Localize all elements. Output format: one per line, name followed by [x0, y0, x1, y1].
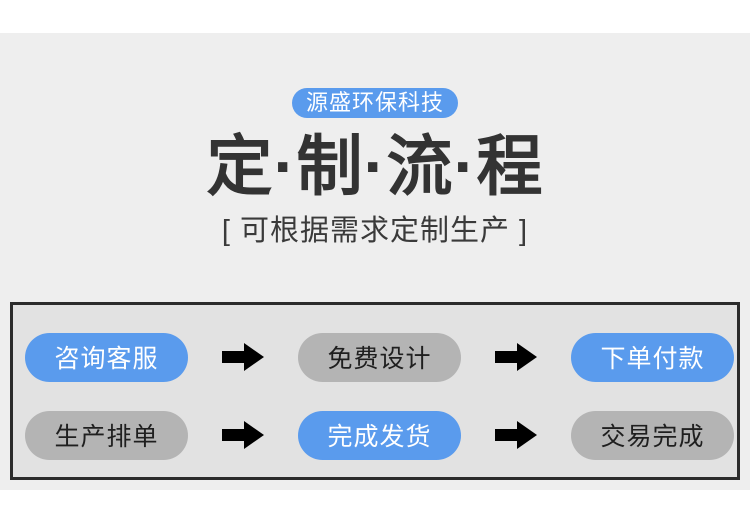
process-flow-panel: 咨询客服 免费设计 下单付款 生产排单: [10, 302, 740, 480]
flow-step-label: 咨询客服: [54, 345, 159, 373]
flow-step-shipment-complete[interactable]: 完成发货: [298, 410, 461, 460]
flow-step-place-order-payment[interactable]: 下单付款: [571, 332, 734, 382]
arrow-right-icon: [495, 343, 537, 371]
brand-badge-row: 源盛环保科技: [0, 88, 750, 118]
flow-step-label: 完成发货: [327, 423, 432, 451]
page-title: 定·制·流·程: [206, 129, 544, 203]
flow-arrow-2: [461, 333, 571, 382]
flow-step-label: 交易完成: [600, 423, 705, 451]
promo-banner: 源盛环保科技 定·制·流·程 [ 可根据需求定制生产 ] 咨询客服 免费设计: [0, 33, 750, 490]
process-flow-row-1: 咨询客服 免费设计 下单付款: [13, 332, 737, 382]
flow-step-label: 免费设计: [327, 345, 432, 373]
flow-step-free-design[interactable]: 免费设计: [298, 332, 461, 382]
arrow-right-icon: [222, 343, 264, 371]
flow-arrow-4: [461, 411, 571, 460]
arrow-right-icon: [495, 421, 537, 449]
arrow-right-icon: [222, 421, 264, 449]
top-white-margin: [0, 0, 750, 33]
flow-step-label: 下单付款: [600, 345, 705, 373]
process-flow-row-2: 生产排单 完成发货 交易完成: [13, 410, 737, 460]
flow-step-consult-service[interactable]: 咨询客服: [25, 332, 188, 382]
flow-step-label: 生产排单: [54, 423, 159, 451]
flow-arrow-3: [188, 411, 298, 460]
brand-badge: 源盛环保科技: [291, 88, 458, 118]
flow-step-transaction-complete[interactable]: 交易完成: [571, 410, 734, 460]
flow-arrow-1: [188, 333, 298, 382]
page-subtitle: [ 可根据需求定制生产 ]: [221, 215, 529, 247]
bottom-white-margin: [0, 490, 750, 513]
flow-step-production-scheduling[interactable]: 生产排单: [25, 410, 188, 460]
